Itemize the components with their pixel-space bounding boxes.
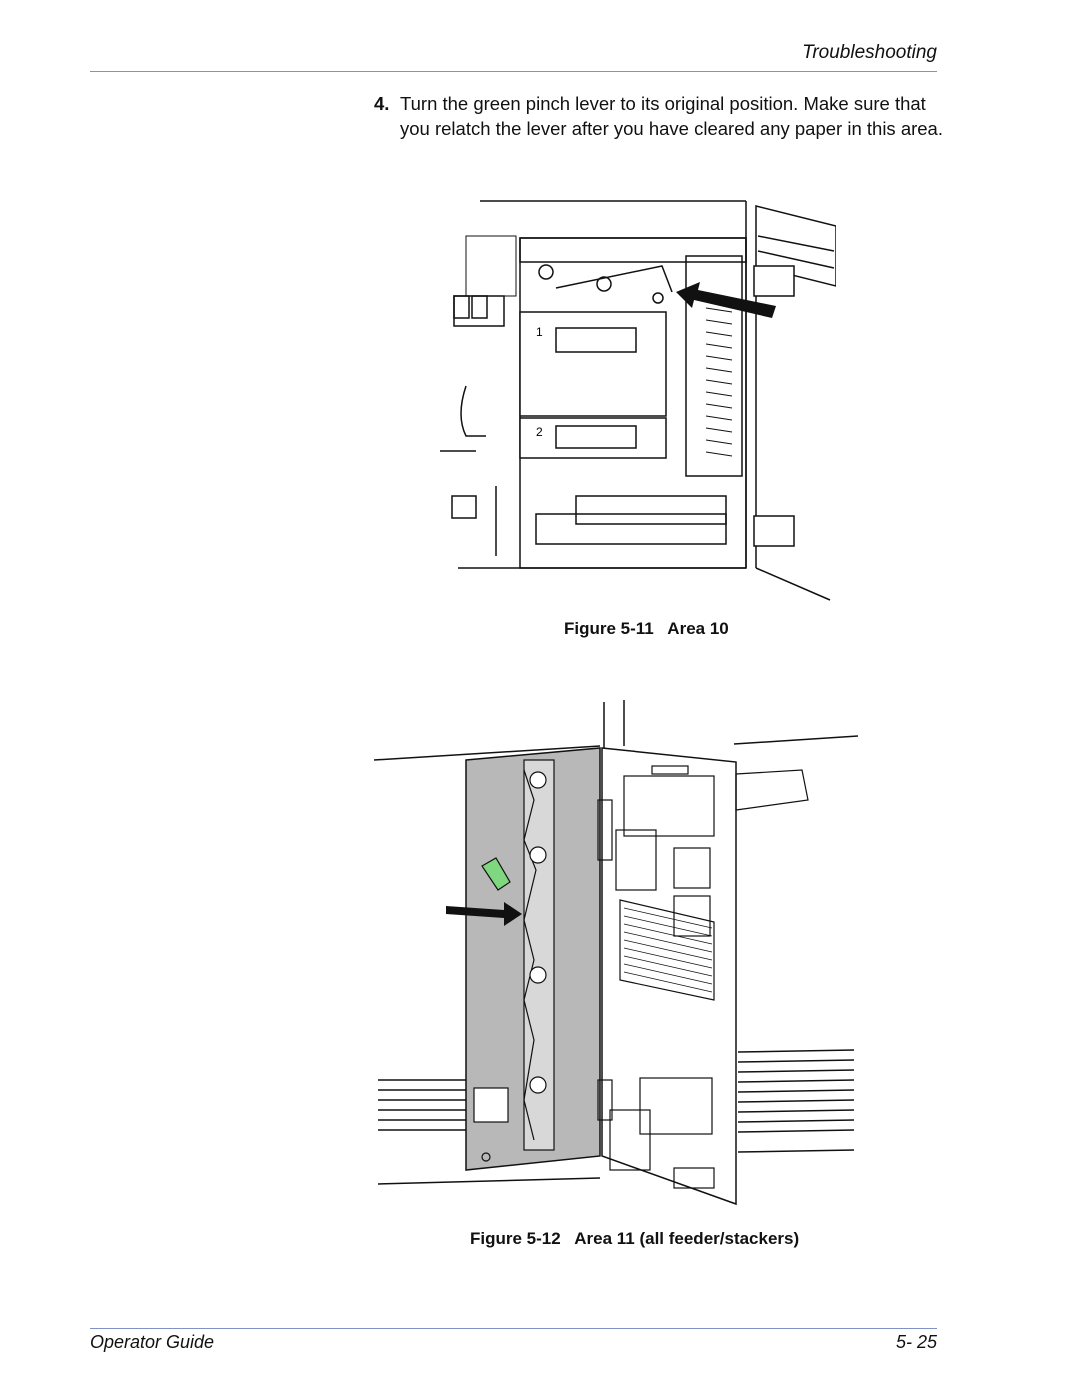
section-title: Troubleshooting — [802, 42, 937, 63]
step-text: Turn the green pinch lever to its origin… — [400, 93, 943, 139]
arrow-icon — [446, 902, 522, 926]
footer-page-number: 5- 25 — [895, 1332, 937, 1352]
area-11-illustration — [373, 700, 859, 1206]
header-rule — [90, 71, 937, 72]
footer-rule — [90, 1328, 937, 1329]
figure-5-12-caption: Figure 5-12 Area 11 (all feeder/stackers… — [470, 1229, 800, 1248]
figure-area-10: 1 2 — [436, 196, 837, 606]
footer-guide-name: Operator Guide — [90, 1332, 215, 1352]
arrow-icon — [676, 282, 776, 318]
drawer-1-label: 1 — [536, 325, 543, 339]
step-number: 4. — [374, 93, 390, 114]
figure-area-11 — [373, 700, 859, 1210]
drawer-2-label: 2 — [536, 425, 543, 439]
open-door — [601, 747, 737, 1206]
figure-5-11-caption: Figure 5-11 Area 10 — [564, 619, 729, 638]
area-10-illustration: 1 2 — [440, 200, 837, 601]
green-pinch-lever — [481, 857, 511, 891]
